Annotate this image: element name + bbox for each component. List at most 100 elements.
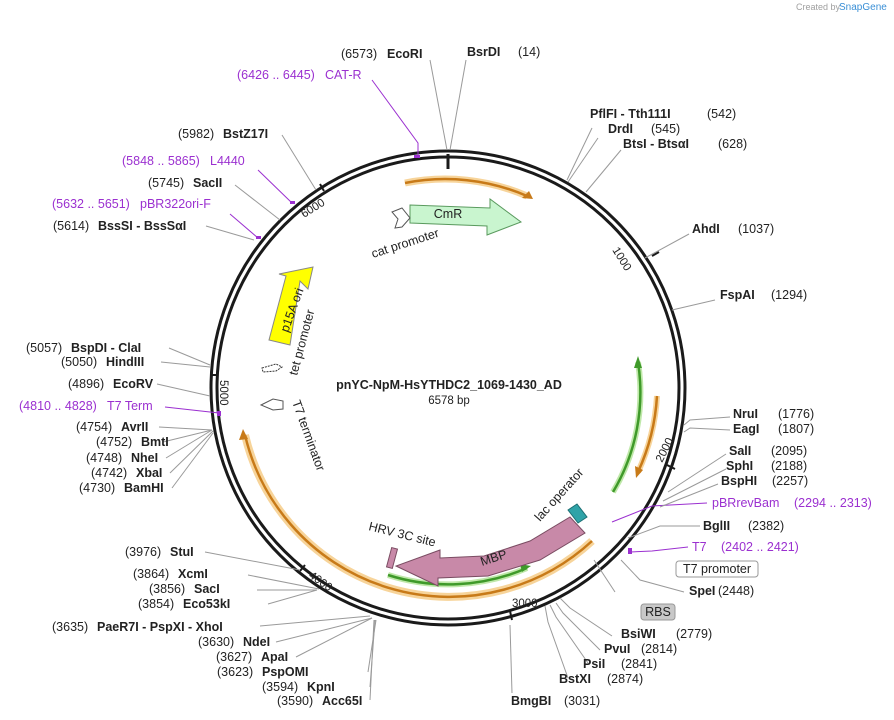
site-label-acc65i: Acc65I <box>322 694 362 708</box>
green-feature-right-arrowhead <box>634 356 642 368</box>
hrv-3c-site-label: HRV 3C site <box>367 519 437 549</box>
site-pos-pflfi: (542) <box>707 107 736 121</box>
site-label-clai: BspDI - ClaI <box>71 341 141 355</box>
tick-2000 <box>666 464 676 470</box>
site-label-pflfi: PflFI - Tth111I <box>590 107 671 121</box>
hrv-3c-site-feature <box>385 546 399 570</box>
site-pos-fspai: (1294) <box>771 288 807 302</box>
site-label-ecorv: EcoRV <box>113 377 154 391</box>
primer-label-t7: T7 <box>692 540 707 554</box>
tick-label-5000: 5000 <box>217 380 229 406</box>
site-leaders <box>156 59 731 701</box>
site-label-bstxi: BstXI <box>559 672 591 686</box>
orange-feature-bottom-arrowhead <box>239 429 248 440</box>
site-label-drdi: DrdI <box>608 122 633 136</box>
orange-feature-right <box>636 395 659 473</box>
t7-promoter-box: T7 promoter <box>675 560 759 578</box>
site-pos-nhei: (4748) <box>86 451 122 465</box>
tick-label-3000: 3000 <box>512 598 538 610</box>
orange-feature-top-halo <box>404 175 529 200</box>
cmr-label: CmR <box>434 207 462 221</box>
lac-operator-feature <box>567 503 588 524</box>
t7-promoter-box-label: T7 promoter <box>683 562 751 576</box>
orange-feature-right-arrowhead <box>635 466 643 478</box>
site-pos-avrii: (4754) <box>76 420 112 434</box>
site-pos-bmgbi: (3031) <box>564 694 600 708</box>
green-feature-right <box>611 361 642 493</box>
site-pos-xcmi: (3864) <box>133 567 169 581</box>
primer-label-l4440: L4440 <box>210 154 245 168</box>
site-pos-ecorv: (4896) <box>68 377 104 391</box>
site-label-spei: SpeI <box>689 584 715 598</box>
site-pos-ecori: (6573) <box>341 47 377 61</box>
primer-range-t7-term: (4810 .. 4828) <box>19 399 97 413</box>
site-pos-btsi: (628) <box>718 137 747 151</box>
site-label-stui: StuI <box>170 545 194 559</box>
site-pos-hindiii: (5050) <box>61 355 97 369</box>
site-pos-bsiwi: (2779) <box>676 627 712 641</box>
site-pos-bmti: (4752) <box>96 435 132 449</box>
primer-range-cat-r: (6426 .. 6445) <box>237 68 315 82</box>
site-pos-bglii: (2382) <box>748 519 784 533</box>
primer-range-t7: (2402 .. 2421) <box>721 540 799 554</box>
site-label-pvui: PvuI <box>604 642 630 656</box>
site-label-bmti: BmtI <box>141 435 169 449</box>
site-pos-saci: (3856) <box>149 582 185 596</box>
tick-1000 <box>651 251 660 257</box>
tick-label-1000: 1000 <box>609 245 633 273</box>
site-label-pspomi: PspOMI <box>262 665 309 679</box>
site-pos-drdi: (545) <box>651 122 680 136</box>
site-pos-bstxi: (2874) <box>607 672 643 686</box>
site-pos-apai: (3627) <box>216 650 252 664</box>
site-label-bsiwi: BsiWI <box>621 627 656 641</box>
site-pos-nrui: (1776) <box>778 407 814 421</box>
site-pos-sacii: (5745) <box>148 176 184 190</box>
site-pos-ndei: (3630) <box>198 635 234 649</box>
site-label-ndei: NdeI <box>243 635 270 649</box>
site-label-apai: ApaI <box>261 650 288 664</box>
site-pos-sphi: (2188) <box>771 459 807 473</box>
plasmid-size: 6578 bp <box>428 395 470 407</box>
tick-4000 <box>299 564 306 572</box>
cat-promoter-label: cat promoter <box>370 226 441 261</box>
site-label-psii: PsiI <box>583 657 605 671</box>
site-pos-kpni: (3594) <box>262 680 298 694</box>
site-pos-spei: (2448) <box>718 584 754 598</box>
site-pos-sali: (2095) <box>771 444 807 458</box>
tick-marks <box>210 183 676 621</box>
site-pos-stui: (3976) <box>125 545 161 559</box>
site-label-saci: SacI <box>194 582 220 596</box>
green-feature-bottom-arrowhead <box>520 564 531 572</box>
tet-promoter-arrow <box>261 363 283 373</box>
site-label-fspai: FspAI <box>720 288 755 302</box>
site-label-eco53ki: Eco53kI <box>183 597 230 611</box>
site-label-ecori: EcoRI <box>387 47 422 61</box>
site-pos-xbai: (4742) <box>91 466 127 480</box>
t7-terminator-arrow <box>259 398 284 411</box>
site-label-ahdi: AhdI <box>692 222 720 236</box>
backbone-outer-strand <box>209 149 687 627</box>
site-label-bglii: BglII <box>703 519 730 533</box>
plasmid-name: pnYC-NpM-HsYTHDC2_1069-1430_AD <box>336 378 562 392</box>
cmr-feature <box>409 198 523 236</box>
primer-label-t7-term: T7 Term <box>107 399 153 413</box>
site-label-xhoi: PaeR7I - PspXI - XhoI <box>97 620 223 634</box>
site-pos-bsssi: (5614) <box>53 219 89 233</box>
rbs-box-label: RBS <box>645 605 671 619</box>
site-label-nrui: NruI <box>733 407 758 421</box>
t7-terminator-label: T7 terminator <box>289 398 328 473</box>
site-label-sphi: SphI <box>726 459 753 473</box>
site-pos-psii: (2841) <box>621 657 657 671</box>
site-pos-eagi: (1807) <box>778 422 814 436</box>
site-label-bmgbi: BmgBI <box>511 694 551 708</box>
primer-range-l4440: (5848 .. 5865) <box>122 154 200 168</box>
site-label-bsssi: BssSI - BssSαI <box>98 219 186 233</box>
site-label-xcmi: XcmI <box>178 567 208 581</box>
site-label-bamhi: BamHI <box>124 481 164 495</box>
site-label-avrii: AvrII <box>121 420 148 434</box>
primer-leaders <box>164 79 708 553</box>
primer-markers <box>217 155 632 554</box>
site-pos-clai: (5057) <box>26 341 62 355</box>
site-label-nhei: NheI <box>131 451 158 465</box>
